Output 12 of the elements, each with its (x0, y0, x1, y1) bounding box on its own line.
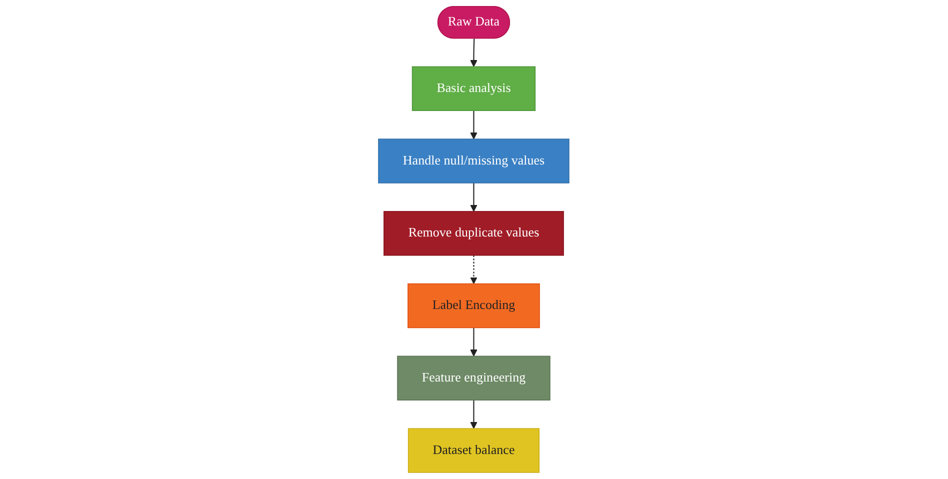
arrow (470, 255, 478, 284)
node-box: Basic analysis (412, 66, 536, 112)
node-box: Dataset balance (408, 428, 540, 473)
arrow (470, 328, 478, 357)
node-box: Label Encoding (408, 283, 540, 328)
arrow (470, 400, 478, 429)
node-box: Feature engineering (397, 356, 551, 401)
arrow (470, 38, 478, 68)
node-box: Remove duplicate values (384, 211, 564, 256)
arrow (470, 110, 478, 140)
arrow (470, 182, 478, 212)
node-box: Handle null/missing values (378, 138, 570, 184)
